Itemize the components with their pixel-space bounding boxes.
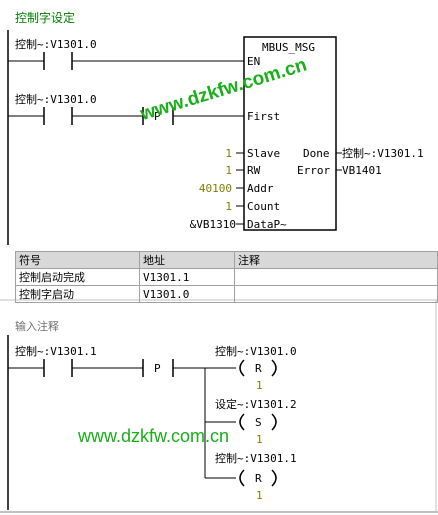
coil-2[interactable] [239,413,277,431]
contact-label-en: 控制~:V1301.0 [15,38,97,51]
coil2-type: S [255,416,262,429]
mbus-msg-block [243,36,337,231]
header-symbol: 符号 [15,251,140,269]
pin-addr: Addr [247,182,274,195]
pin-en: EN [247,55,261,68]
network1-title[interactable]: 控制字设定 [15,11,76,25]
symbol-table-header: 符号 地址 注释 [15,251,438,269]
contact-net2[interactable] [8,359,236,377]
value-error[interactable]: VB1401 [342,164,382,177]
row2-comment [234,285,438,303]
row1-comment [234,268,438,286]
p-label-1: P [154,110,161,123]
coil3-count[interactable]: 1 [256,489,263,502]
table-row: 控制字启动 V1301.0 [15,285,438,303]
coil2-label: 设定~:V1301.2 [215,398,297,411]
row1-symbol: 控制启动完成 [15,268,140,286]
coil1-count[interactable]: 1 [256,379,263,392]
network2-title[interactable]: 输入注释 [15,320,59,333]
value-done[interactable]: 控制~:V1301.1 [342,147,424,160]
coil3-type: R [255,472,262,485]
coil-3[interactable] [239,469,277,487]
value-datap[interactable]: &VB1310 [189,218,236,231]
header-comment: 注释 [234,251,438,269]
value-rw[interactable]: 1 [225,164,232,177]
symbol-table: 符号 地址 注释 控制启动完成 V1301.1 控制字启动 V1301.0 [15,251,438,303]
coil2-count[interactable]: 1 [256,433,263,446]
value-slave[interactable]: 1 [225,147,232,160]
header-address: 地址 [139,251,235,269]
contact-label-net2: 控制~:V1301.1 [15,345,97,358]
coil-1[interactable] [239,359,277,377]
coil3-label: 控制~:V1301.1 [215,452,297,465]
contact-label-first: 控制~:V1301.0 [15,93,97,106]
pin-rw: RW [247,164,261,177]
coil1-label: 控制~:V1301.0 [215,345,297,358]
value-addr[interactable]: 40100 [198,182,232,195]
p-label-2: P [154,362,161,375]
pin-error: Error [297,164,331,177]
pin-done: Done [303,147,330,160]
block-name: MBUS_MSG [262,41,315,54]
pin-slave: Slave [247,147,281,160]
contact-en[interactable] [8,52,244,70]
pin-datap: DataP~ [247,218,287,231]
contact-first[interactable] [8,107,244,125]
table-row: 控制启动完成 V1301.1 [15,268,438,286]
watermark-2: www.dzkfw.com.cn [78,426,230,446]
value-count[interactable]: 1 [225,200,232,213]
pin-first: First [247,110,281,123]
pin-count: Count [247,200,281,213]
coil1-type: R [255,362,262,375]
row2-symbol: 控制字启动 [15,285,140,303]
row1-address: V1301.1 [139,268,235,286]
row2-address: V1301.0 [139,285,235,303]
